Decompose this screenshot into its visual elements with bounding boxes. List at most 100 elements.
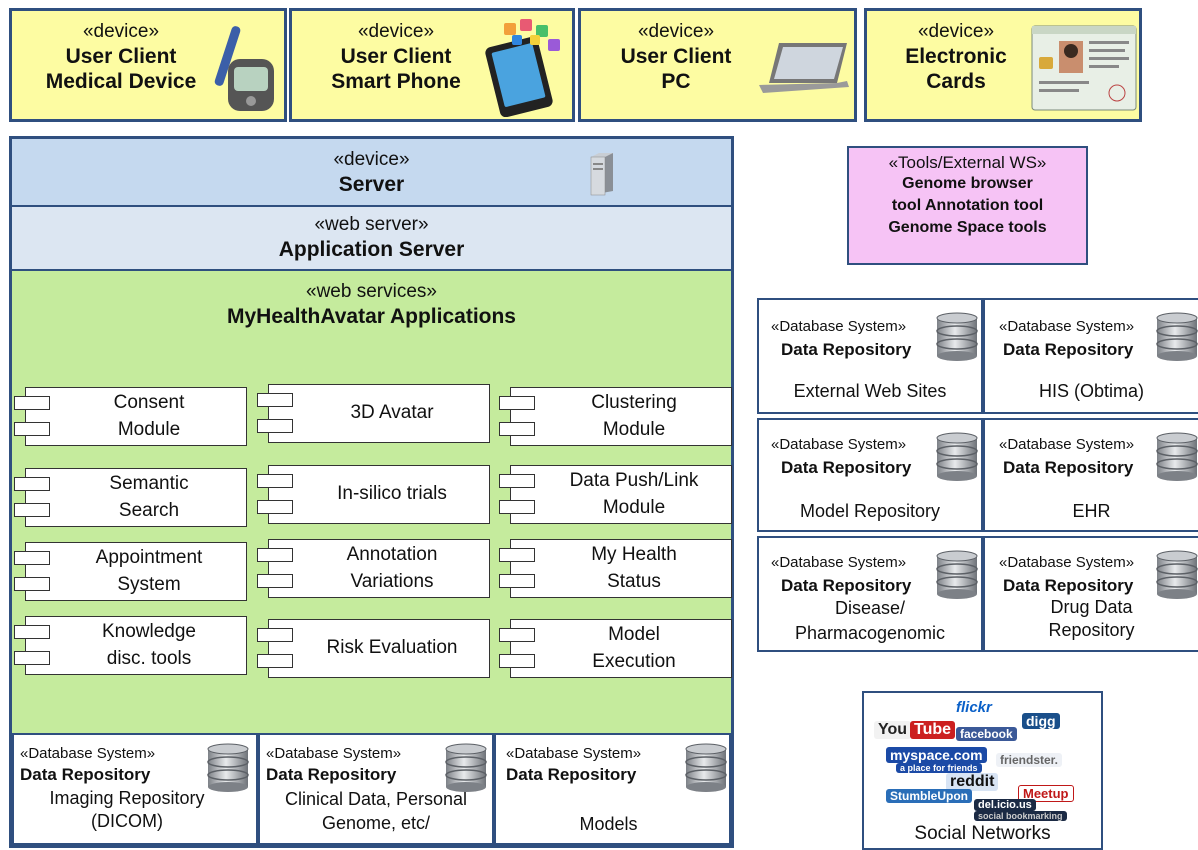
component-consent-module: Consent Module: [14, 387, 247, 446]
component-risk-evaluation: Risk Evaluation: [257, 619, 490, 678]
db-type: Data Repository: [506, 765, 637, 784]
component-label: Annotation Variations: [346, 544, 438, 592]
db-stereotype: «Database System»: [999, 554, 1135, 571]
db-type: Data Repository: [781, 340, 912, 359]
database-icon: [207, 743, 249, 793]
application-server-band: «web server» Application Server: [12, 207, 731, 271]
laptop-icon: [759, 43, 849, 93]
component-clustering-module: Clustering Module: [499, 387, 732, 446]
db-name: External Web Sites: [793, 381, 947, 401]
component-3d-avatar: 3D Avatar: [257, 384, 490, 443]
database-icon: [936, 312, 978, 362]
db-type: Data Repository: [781, 458, 912, 477]
db-drug-data-repository: «Database System» Data Repository Drug D…: [983, 536, 1198, 652]
db-type: Data Repository: [781, 576, 912, 595]
server-tower-icon: [590, 153, 613, 196]
db-external-web-sites: «Database System» Data Repository Extern…: [757, 298, 983, 414]
db-name: Clinical Data, Personal Genome, etc/: [284, 789, 468, 834]
flickr-logo: flickr: [952, 699, 996, 716]
db-name: Model Repository: [799, 501, 941, 521]
reddit-logo: reddit: [946, 773, 999, 791]
component-label: Data Push/Link Module: [569, 470, 699, 518]
db-models: «Database System» Data Repository Models: [494, 733, 731, 845]
social-logos-collage: flickr You Tube facebook digg myspace.co…: [872, 699, 1094, 821]
component-model-execution: Model Execution: [499, 619, 732, 678]
device-name: User Client Smart Phone: [331, 44, 461, 93]
database-icon: [685, 743, 727, 793]
db-stereotype: «Database System»: [506, 745, 642, 762]
database-icon: [936, 432, 978, 482]
db-stereotype: «Database System»: [999, 436, 1135, 453]
component-knowledge-discovery: Knowledge disc. tools: [14, 616, 247, 675]
device-name: User Client Medical Device: [45, 44, 197, 93]
db-stereotype: «Database System»: [771, 436, 907, 453]
glucose-meter-icon: [214, 26, 274, 111]
tools-stereotype: «Tools/External WS»: [888, 153, 1047, 172]
component-label: In-silico trials: [337, 483, 447, 505]
db-stereotype: «Database System»: [771, 318, 907, 335]
device-pc: «device» User Client PC: [578, 8, 857, 122]
web-services-stereotype: «web services»: [306, 281, 437, 302]
db-type: Data Repository: [1003, 576, 1134, 595]
db-type: Data Repository: [1003, 458, 1134, 477]
device-name: Electronic Cards: [905, 44, 1007, 93]
db-stereotype: «Database System»: [771, 554, 907, 571]
facebook-logo: facebook: [956, 727, 1017, 741]
component-in-silico-trials: In-silico trials: [257, 465, 490, 524]
db-type: Data Repository: [266, 765, 397, 784]
server-band: «device» Server: [12, 139, 731, 207]
component-label: 3D Avatar: [350, 402, 434, 424]
server-stereotype: «device»: [333, 149, 410, 170]
db-name: Imaging Repository (DICOM): [49, 788, 205, 831]
component-annotation-variations: Annotation Variations: [257, 539, 490, 598]
db-model-repository: «Database System» Data Repository Model …: [757, 418, 983, 532]
db-type: Data Repository: [1003, 340, 1134, 359]
db-imaging-repository: «Database System» Data Repository Imagin…: [12, 733, 258, 845]
db-clinical-data: «Database System» Data Repository Clinic…: [258, 733, 494, 845]
db-his-obtima: «Database System» Data Repository HIS (O…: [983, 298, 1198, 414]
device-stereotype: «device»: [637, 21, 715, 42]
web-services-area: «web services» MyHealthAvatar Applicatio…: [12, 281, 731, 329]
db-stereotype: «Database System»: [20, 745, 156, 762]
db-name: Models: [579, 814, 638, 834]
device-stereotype: «device»: [917, 21, 995, 42]
delicious-tagline: social bookmarking: [974, 811, 1067, 821]
meetup-logo: Meetup: [1018, 785, 1074, 802]
server-name: Server: [338, 172, 405, 196]
device-electronic-cards: «device» Electronic Cards: [864, 8, 1142, 122]
component-label: Clustering Module: [591, 392, 677, 440]
youtube-logo-you: You: [874, 721, 912, 739]
component-appointment-system: Appointment System: [14, 542, 247, 601]
device-name: User Client PC: [620, 44, 732, 93]
db-stereotype: «Database System»: [266, 745, 402, 762]
tools-name: Genome browser tool Annotation tool Geno…: [888, 175, 1047, 237]
myspace-logo: myspace.com: [886, 747, 987, 763]
component-label: Semantic Search: [109, 473, 189, 521]
youtube-logo-tube: Tube: [910, 721, 956, 739]
db-type: Data Repository: [20, 765, 151, 784]
db-name: Disease/ Pharmacogenomic: [794, 598, 946, 644]
db-disease-pharmacogenomic: «Database System» Data Repository Diseas…: [757, 536, 983, 652]
component-my-health-status: My Health Status: [499, 539, 732, 598]
myspace-tagline: a place for friends: [896, 763, 982, 773]
db-name: EHR: [1072, 501, 1111, 521]
database-icon: [936, 550, 978, 600]
social-networks-label: Social Networks: [914, 823, 1051, 844]
component-label: Model Execution: [592, 624, 676, 672]
device-stereotype: «device»: [357, 21, 435, 42]
device-stereotype: «device»: [82, 21, 160, 42]
component-label: Consent Module: [113, 392, 185, 440]
external-tools-box: «Tools/External WS» Genome browser tool …: [847, 146, 1088, 265]
smartphone-icon: [485, 19, 560, 117]
db-ehr: «Database System» Data Repository EHR: [983, 418, 1198, 532]
delicious-logo: del.icio.us: [974, 799, 1036, 811]
component-label: Appointment System: [95, 547, 203, 595]
id-card-icon: [1031, 25, 1137, 111]
web-services-name: MyHealthAvatar Applications: [226, 304, 516, 328]
app-server-name: Application Server: [278, 237, 465, 261]
database-icon: [1156, 312, 1198, 362]
device-medical-device: «device» User Client Medical Device: [9, 8, 287, 122]
friendster-logo: friendster.: [996, 753, 1063, 767]
database-icon: [1156, 432, 1198, 482]
app-server-stereotype: «web server»: [314, 214, 429, 235]
